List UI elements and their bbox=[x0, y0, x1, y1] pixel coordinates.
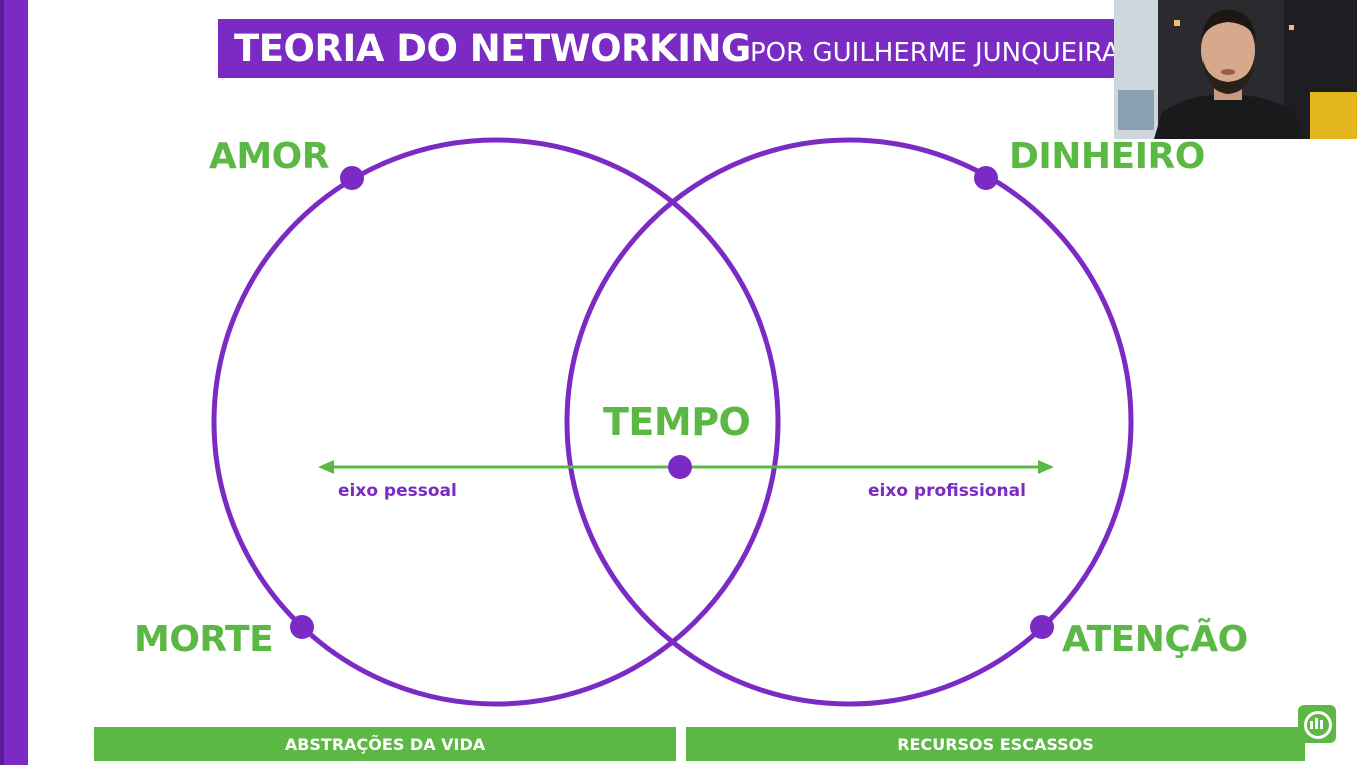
axis-arrow-left bbox=[318, 460, 334, 474]
label-dinheiro: DINHEIRO bbox=[1009, 136, 1205, 177]
footer-bar-right: RECURSOS ESCASSOS bbox=[686, 727, 1305, 761]
label-atencao: ATENÇÃO bbox=[1062, 619, 1248, 660]
axis-arrow-right bbox=[1038, 460, 1054, 474]
person-video-icon bbox=[1114, 0, 1357, 139]
slide-title: TEORIA DO NETWORKING bbox=[234, 27, 751, 70]
dot-amor bbox=[340, 166, 364, 190]
footer-label-left: ABSTRAÇÕES DA VIDA bbox=[284, 734, 486, 754]
label-tempo: TEMPO bbox=[603, 400, 751, 444]
dot-dinheiro bbox=[974, 166, 998, 190]
dot-atencao bbox=[1030, 615, 1054, 639]
left-accent-bar bbox=[0, 0, 28, 765]
label-eixo-pessoal: eixo pessoal bbox=[338, 481, 457, 501]
left-accent-edge bbox=[0, 0, 4, 765]
label-morte: MORTE bbox=[134, 619, 274, 660]
label-eixo-profissional: eixo profissional bbox=[868, 481, 1026, 501]
footer-bar-left: ABSTRAÇÕES DA VIDA bbox=[94, 727, 676, 761]
dot-morte bbox=[290, 615, 314, 639]
right-circle bbox=[564, 137, 1134, 707]
left-circle bbox=[211, 137, 781, 707]
equalizer-logo-icon bbox=[1298, 705, 1336, 743]
dot-tempo bbox=[668, 455, 692, 479]
slide-subtitle: POR GUILHERME JUNQUEIRA bbox=[750, 38, 1118, 68]
label-amor: AMOR bbox=[209, 136, 330, 177]
presenter-webcam bbox=[1114, 0, 1357, 139]
footer-label-right: RECURSOS ESCASSOS bbox=[897, 734, 1094, 754]
title-banner: TEORIA DO NETWORKING POR GUILHERME JUNQU… bbox=[218, 19, 1118, 78]
